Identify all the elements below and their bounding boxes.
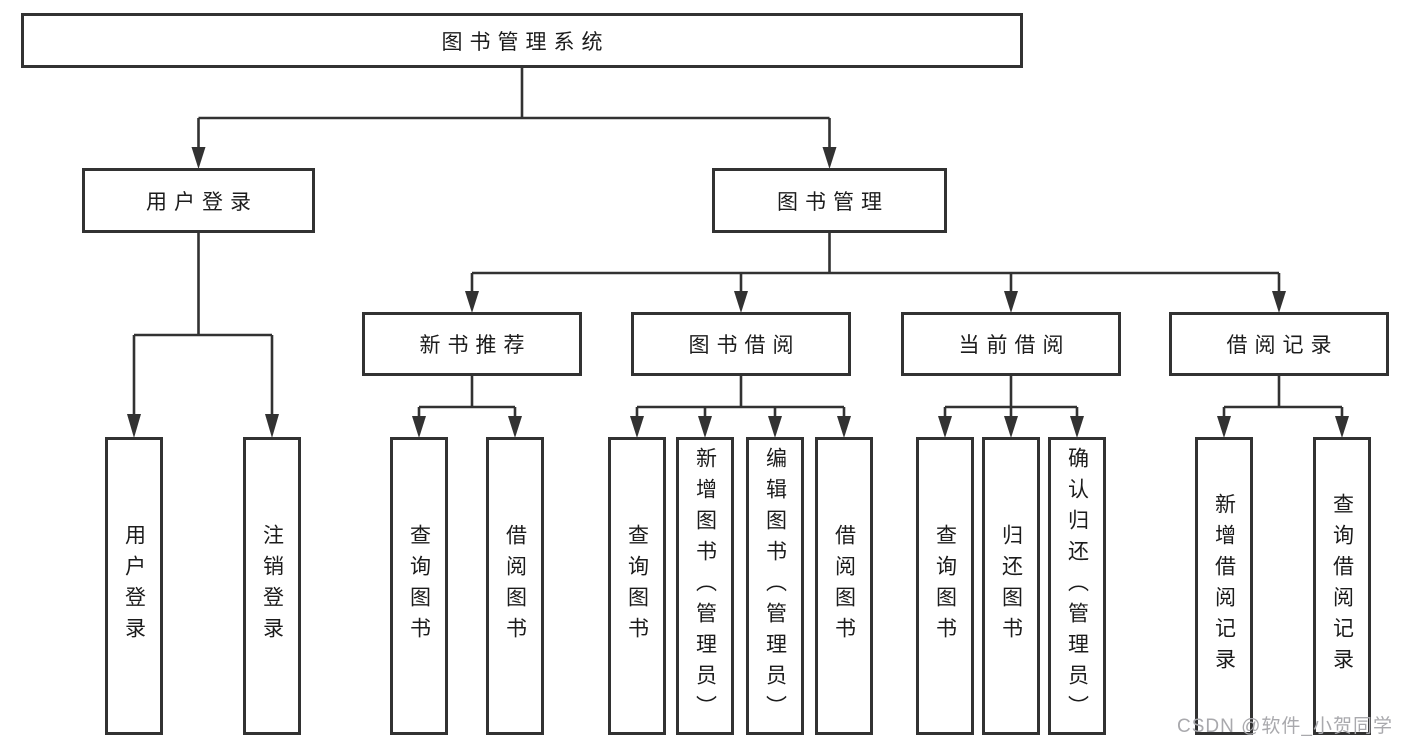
leaf-query-books-borrow: 查询图书 bbox=[608, 437, 666, 735]
leaf-label: 新增借阅记录 bbox=[1212, 493, 1236, 679]
leaf-label: 借阅图书 bbox=[832, 524, 856, 648]
leaf-confirm-return-admin: 确认归还（管理员） bbox=[1048, 437, 1106, 735]
node-new-book-recommend: 新书推荐 bbox=[362, 312, 582, 376]
leaf-add-borrow-record: 新增借阅记录 bbox=[1195, 437, 1253, 735]
leaf-label: 编辑图书（管理员） bbox=[763, 446, 787, 726]
node-borrow-records: 借阅记录 bbox=[1169, 312, 1389, 376]
connector-book-management-to-level3 bbox=[465, 233, 1286, 313]
node-current-borrow: 当前借阅 bbox=[901, 312, 1121, 376]
leaf-logout: 注销登录 bbox=[243, 437, 301, 735]
node-book-borrow: 图书借阅 bbox=[631, 312, 851, 376]
connector-book-borrow-to-leaves bbox=[630, 376, 851, 438]
leaf-query-borrow-record: 查询借阅记录 bbox=[1313, 437, 1371, 735]
leaf-label: 查询图书 bbox=[625, 524, 649, 648]
leaf-user-login: 用户登录 bbox=[105, 437, 163, 735]
connector-borrow-records-to-leaves bbox=[1217, 376, 1349, 438]
leaf-query-books-current: 查询图书 bbox=[916, 437, 974, 735]
leaf-label: 查询图书 bbox=[933, 524, 957, 648]
leaf-borrow-books-recommend: 借阅图书 bbox=[486, 437, 544, 735]
node-library-management-system: 图书管理系统 bbox=[21, 13, 1023, 68]
leaf-return-books: 归还图书 bbox=[982, 437, 1040, 735]
leaf-label: 新增图书（管理员） bbox=[693, 446, 717, 726]
leaf-label: 查询借阅记录 bbox=[1330, 493, 1354, 679]
leaf-label: 注销登录 bbox=[260, 524, 284, 648]
leaf-borrow-books: 借阅图书 bbox=[815, 437, 873, 735]
connector-user-login-to-leaves bbox=[127, 233, 279, 438]
csdn-watermark: CSDN @软件_小贺同学 bbox=[1177, 716, 1393, 737]
node-user-login: 用户登录 bbox=[82, 168, 315, 233]
leaf-edit-books-admin: 编辑图书（管理员） bbox=[746, 437, 804, 735]
leaf-label: 用户登录 bbox=[122, 524, 146, 648]
node-book-management: 图书管理 bbox=[712, 168, 947, 233]
leaf-label: 查询图书 bbox=[407, 524, 431, 648]
leaf-add-books-admin: 新增图书（管理员） bbox=[676, 437, 734, 735]
connector-new-book-recommend-to-leaves bbox=[412, 376, 522, 438]
leaf-label: 归还图书 bbox=[999, 524, 1023, 648]
leaf-label: 确认归还（管理员） bbox=[1065, 446, 1089, 726]
leaf-label: 借阅图书 bbox=[503, 524, 527, 648]
connector-root-to-level2 bbox=[191, 68, 837, 169]
connector-current-borrow-to-leaves bbox=[938, 376, 1084, 438]
leaf-query-books-recommend: 查询图书 bbox=[390, 437, 448, 735]
